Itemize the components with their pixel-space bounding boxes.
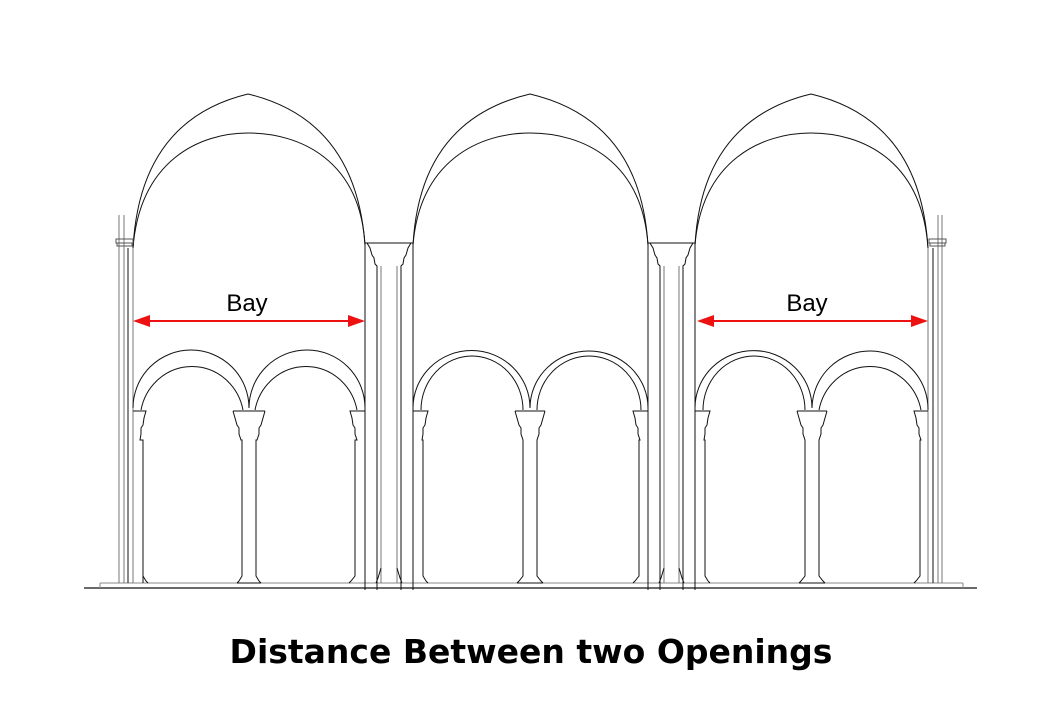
bay-label-right: Bay bbox=[786, 290, 828, 317]
bay-label-left: Bay bbox=[226, 290, 268, 317]
vault-bay-1 bbox=[133, 94, 365, 248]
diagram-caption: Distance Between two Openings bbox=[229, 632, 833, 671]
left-wall-shaft bbox=[116, 215, 133, 583]
pier-2 bbox=[648, 243, 695, 590]
vault-bay-3 bbox=[695, 94, 928, 248]
drawing-lines bbox=[84, 94, 977, 590]
right-wall-shaft bbox=[928, 215, 946, 583]
arcade-bay-2 bbox=[413, 351, 648, 583]
dimension-arrow-left bbox=[133, 315, 365, 327]
dimension-arrow-right bbox=[697, 315, 928, 327]
vault-bay-2 bbox=[413, 94, 648, 245]
arcade-bay-3 bbox=[695, 351, 928, 583]
pier-1 bbox=[365, 243, 413, 590]
arcade-bay-1 bbox=[133, 350, 365, 583]
